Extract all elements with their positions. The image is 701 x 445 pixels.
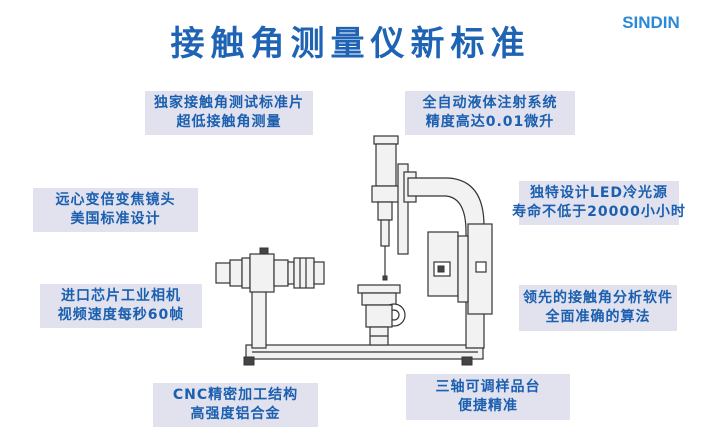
lens-knob (259, 247, 269, 255)
feature-line: 便捷精准 (458, 398, 518, 414)
syringe-barrel (380, 219, 390, 247)
feature-line: 美国标准设计 (70, 211, 161, 227)
feature-line: 高强度铝合金 (190, 406, 281, 422)
feature-analysis-software: 领先的接触角分析软件 全面准确的算法 (519, 285, 677, 331)
feature-line: 独家接触角测试标准片 (154, 95, 304, 111)
page-title: 接触角测量仪新标准 (170, 24, 531, 64)
base-foot-left (243, 356, 255, 366)
feature-cnc-structure: CNC精密加工结构 高强度铝合金 (153, 383, 318, 427)
feature-line: CNC精密加工结构 (172, 387, 299, 403)
brand-logo: SINDIN (622, 13, 680, 32)
camera-body (249, 253, 275, 293)
feature-line: 精度高达0.01微升 (425, 114, 555, 130)
feature-line: 寿命不低于20000小小时 (512, 204, 686, 220)
feature-led-light: 独特设计LED冷光源 寿命不低于20000小小时 (512, 181, 685, 225)
syringe-motor (375, 143, 397, 187)
camera-rear (215, 262, 231, 284)
lens-front (313, 261, 325, 285)
feature-line: 视频速度每秒60帧 (57, 307, 185, 323)
feature-line: 远心变倍变焦镜头 (55, 192, 176, 208)
syringe-top (373, 135, 399, 145)
feature-line: 超低接触角测量 (176, 114, 282, 130)
feature-line: 三轴可调样品台 (435, 379, 541, 395)
vertical-post (397, 163, 409, 255)
feature-industrial-camera: 进口芯片工业相机 视频速度每秒60帧 (40, 284, 202, 328)
feature-line: 进口芯片工业相机 (61, 288, 181, 304)
feature-telecentric-lens: 远心变倍变焦镜头 美国标准设计 (33, 188, 198, 232)
feature-sample-stage: 三轴可调样品台 便捷精准 (406, 374, 570, 420)
lens-barrel (273, 259, 289, 287)
base-foot-right (461, 356, 473, 366)
feature-line: 全面准确的算法 (545, 309, 651, 325)
feature-line: 领先的接触角分析软件 (523, 290, 673, 306)
feature-standard-slide: 独家接触角测试标准片 超低接触角测量 (145, 91, 313, 135)
feature-line: 全自动液体注射系统 (422, 95, 558, 111)
feature-line: 独特设计LED冷光源 (529, 185, 669, 201)
feature-injection-system: 全自动液体注射系统 精度高达0.01微升 (405, 91, 575, 135)
sample-stage-top (357, 284, 401, 294)
